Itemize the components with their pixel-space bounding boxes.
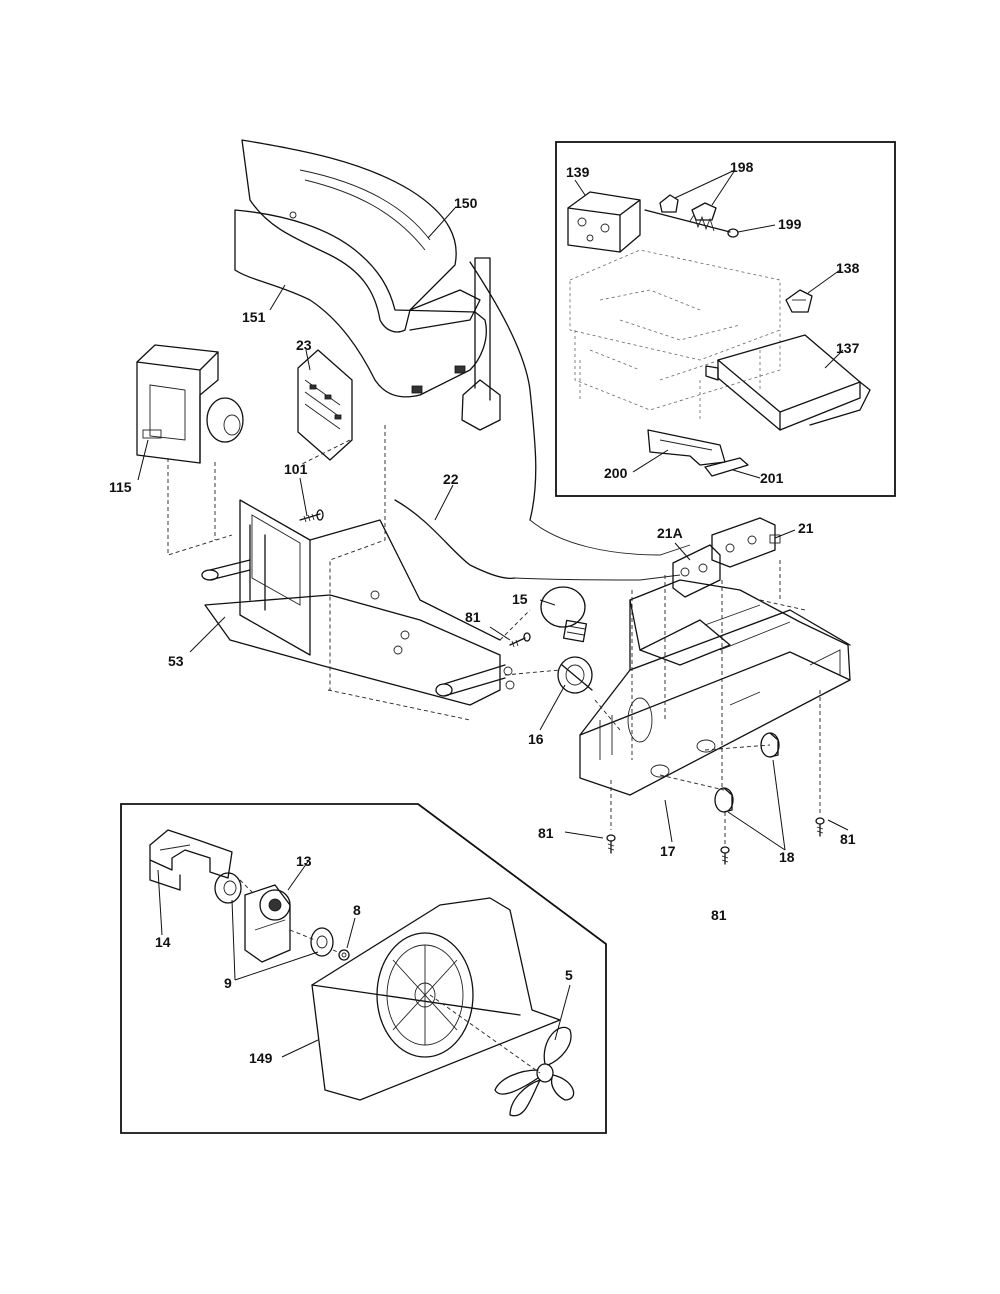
screw-81-right [815,817,825,837]
fan-shroud-149 [311,897,561,1101]
pad-201 [704,457,749,477]
wire-harness-22 [394,257,691,581]
callout-16: 16 [528,731,544,747]
gear-9-right [310,927,334,957]
callout-14: 14 [155,934,171,950]
callout-17: 17 [660,843,676,859]
callout-8: 8 [353,902,361,918]
control-bracket-53 [201,499,515,706]
callout-150: 150 [454,195,478,211]
callout-137: 137 [836,340,860,356]
callout-22: 22 [443,471,459,487]
callout-81-left: 81 [465,609,481,625]
leader-lines [137,169,849,1058]
control-housing-17 [579,579,851,796]
washer-8 [338,949,350,961]
actuator-139 [567,191,641,253]
lamp-socket-16 [557,656,593,694]
pad-200 [647,429,726,466]
callout-21A: 21A [657,525,683,541]
callout-81-housing: 81 [538,825,554,841]
screw-81-housing [606,834,616,854]
fan-blade-5 [494,1026,575,1117]
callout-81-right: 81 [840,831,856,847]
callout-115: 115 [109,479,132,495]
callout-101: 101 [284,461,308,477]
motor-13 [244,884,291,963]
callout-139: 139 [566,164,590,180]
callout-15: 15 [512,591,528,607]
assembly-lines [167,425,821,1074]
gear-9-left [214,872,242,904]
bracket-14 [149,829,233,891]
callout-198: 198 [730,159,754,175]
switch-21 [711,517,781,568]
callout-21: 21 [798,520,814,536]
inset-fan-assembly [120,803,607,1134]
callout-81-bottom: 81 [711,907,727,923]
callout-138: 138 [836,260,860,276]
callout-149: 149 [249,1050,273,1066]
screw-81-bottom [720,846,730,865]
callout-199: 199 [778,216,802,232]
light-bulb-15 [540,586,588,643]
duct-cover-151 [234,209,487,398]
screw-101 [299,509,324,523]
callout-201: 201 [760,470,784,486]
callout-18: 18 [779,849,795,865]
part-138 [785,289,813,313]
duct-cover-150 [241,139,481,333]
dispenser-paddle-137 [705,334,871,431]
spring-199 [644,209,739,238]
defrost-timer-115 [136,344,244,464]
callout-9: 9 [224,975,232,991]
switch-21A [672,544,721,598]
callout-200: 200 [604,465,628,481]
callout-151: 151 [242,309,266,325]
callout-53: 53 [168,653,184,669]
screw-81-left [509,632,531,648]
inset-dispenser-parts [555,141,896,497]
knob-18-bottom [714,787,734,813]
knob-18-top [760,732,780,758]
callout-5: 5 [565,967,573,983]
circuit-board-23 [297,349,353,461]
callout-13: 13 [296,853,312,869]
callout-23: 23 [296,337,312,353]
callout-labels: 150 151 23 115 101 22 53 81 15 16 21A 21… [109,159,860,1066]
